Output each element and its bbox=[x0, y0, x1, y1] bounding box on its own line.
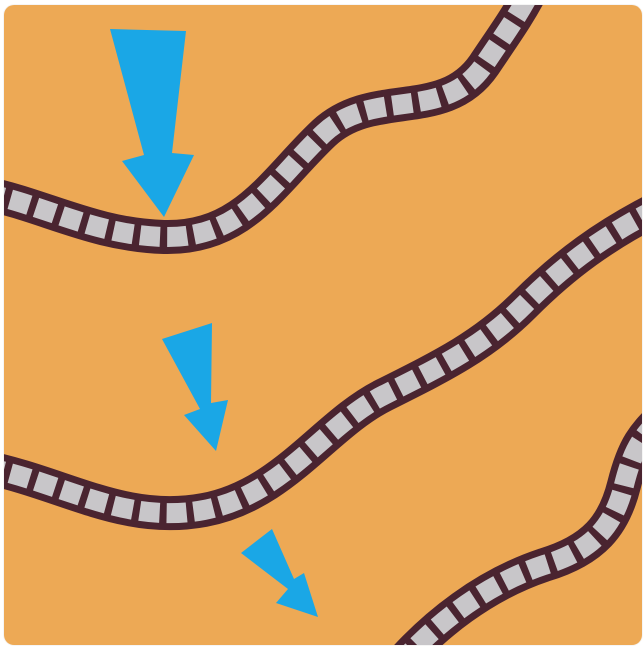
large-arrow bbox=[110, 29, 194, 217]
track-tiles bbox=[403, 423, 642, 645]
tracks-layer bbox=[4, 5, 642, 645]
top-track bbox=[4, 5, 543, 255]
diagram-frame bbox=[4, 5, 642, 645]
arrows-layer bbox=[110, 29, 318, 617]
medium-arrow bbox=[162, 323, 228, 451]
track-tiles bbox=[4, 5, 535, 248]
bottom-track bbox=[394, 413, 642, 645]
wave-tracks-diagram bbox=[4, 5, 642, 645]
track-tiles bbox=[4, 205, 642, 524]
small-arrow bbox=[241, 529, 318, 617]
middle-track bbox=[4, 197, 642, 531]
background bbox=[4, 5, 642, 645]
